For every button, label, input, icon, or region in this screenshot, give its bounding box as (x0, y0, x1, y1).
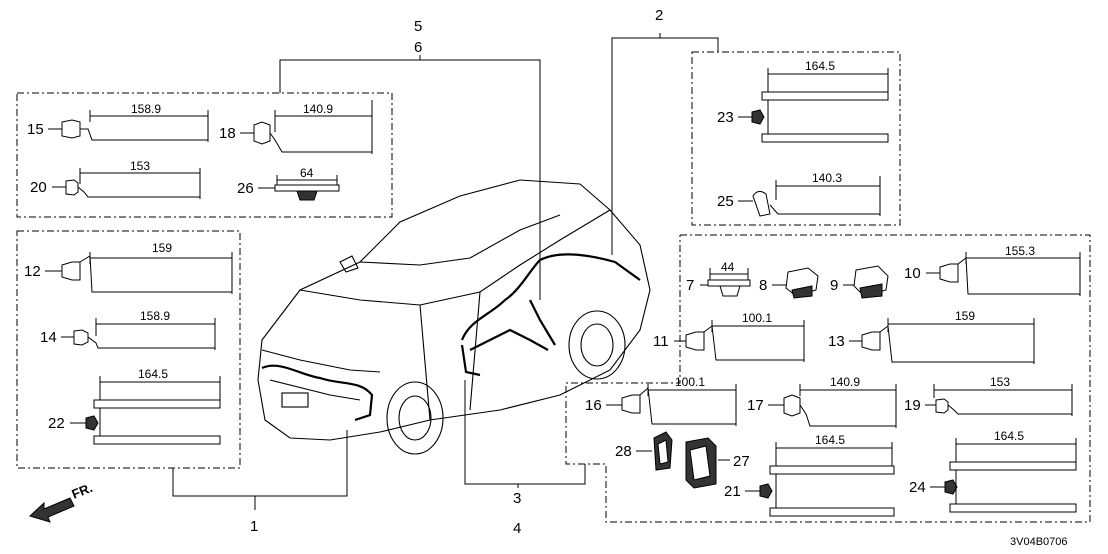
part-26: 26 64 (237, 166, 340, 201)
part-20: 20 153 (30, 159, 201, 199)
box-group-2 (691, 51, 901, 226)
dim-23: 164.5 (805, 59, 835, 73)
dim-12: 159 (152, 241, 172, 255)
callout-23: 23 (717, 109, 734, 126)
part-11: 11 100.1 (653, 311, 805, 362)
direction-label: FR. (70, 480, 95, 502)
callout-2: 2 (655, 7, 663, 24)
part-23: 23 164.5 (717, 59, 889, 143)
callout-27: 27 (733, 453, 750, 470)
callout-1: 1 (250, 518, 258, 535)
part-13: 13 159 (828, 309, 1035, 364)
dim-18: 140.9 (303, 102, 333, 116)
callout-5: 5 (414, 18, 422, 35)
dim-25: 140.3 (812, 171, 842, 185)
callout-22: 22 (48, 415, 65, 432)
callout-17: 17 (747, 397, 764, 414)
part-16: 16 100.1 (585, 375, 737, 426)
part-27: 27 (685, 437, 750, 489)
part-17: 17 140.9 (747, 375, 897, 428)
part-25: 25 140.3 (717, 171, 881, 217)
dim-15: 158.9 (131, 102, 161, 116)
part-28: 28 (615, 431, 673, 471)
dim-13: 159 (955, 309, 975, 323)
part-15: 15 158.9 (27, 102, 209, 142)
dim-22: 164.5 (138, 367, 168, 381)
callout-9: 9 (830, 277, 838, 294)
leader-1 (172, 430, 348, 497)
callout-6: 6 (414, 39, 422, 56)
callout-15: 15 (27, 121, 44, 138)
callout-7: 7 (686, 277, 694, 294)
callout-4: 4 (513, 520, 521, 537)
dim-7: 44 (721, 260, 735, 274)
callout-10: 10 (904, 265, 921, 282)
callout-13: 13 (828, 333, 845, 350)
callout-20: 20 (30, 179, 47, 196)
part-8: 8 (759, 267, 819, 299)
vehicle-illustration (257, 179, 651, 455)
dim-21: 164.5 (815, 433, 845, 447)
leader-5-6 (279, 59, 541, 300)
dim-10: 155.3 (1005, 244, 1035, 258)
part-7: 7 44 (686, 260, 751, 297)
dim-26: 64 (300, 166, 314, 180)
callout-16: 16 (585, 397, 602, 414)
dim-20: 153 (130, 159, 150, 173)
callout-28: 28 (615, 443, 632, 460)
callout-8: 8 (759, 277, 767, 294)
box-group-1 (16, 230, 241, 469)
leader-2 (611, 37, 719, 255)
part-19: 19 153 (904, 375, 1073, 416)
callout-24: 24 (909, 479, 926, 496)
callout-21: 21 (724, 483, 741, 500)
dim-11: 100.1 (742, 311, 772, 325)
callout-18: 18 (219, 125, 236, 142)
leader-3-4 (464, 380, 586, 485)
dim-14: 158.9 (140, 309, 170, 323)
callout-11: 11 (653, 333, 669, 350)
dim-16: 100.1 (675, 375, 705, 389)
part-9: 9 (830, 265, 889, 299)
front-direction-arrow: FR. (29, 480, 95, 523)
callout-26: 26 (237, 180, 254, 197)
part-18: 18 140.9 (219, 100, 373, 154)
part-22: 22 164.5 (48, 367, 221, 445)
diagram-code: 3V04B0706 (1010, 536, 1068, 548)
part-12: 12 159 (24, 241, 233, 294)
box-group-3-4 (565, 234, 1091, 523)
callout-3: 3 (513, 490, 521, 507)
part-21: 21 164.5 (724, 433, 895, 517)
part-10: 10 155.3 (904, 244, 1081, 296)
callout-12: 12 (24, 263, 41, 280)
box-group-5-6 (16, 92, 393, 218)
part-14: 14 158.9 (40, 309, 216, 350)
callout-19: 19 (904, 397, 921, 414)
callout-14: 14 (40, 329, 57, 346)
dim-24: 164.5 (994, 429, 1024, 443)
dim-17: 140.9 (830, 375, 860, 389)
callout-25: 25 (717, 193, 734, 210)
part-24: 24 164.5 (909, 429, 1077, 513)
dim-19: 153 (990, 375, 1010, 389)
